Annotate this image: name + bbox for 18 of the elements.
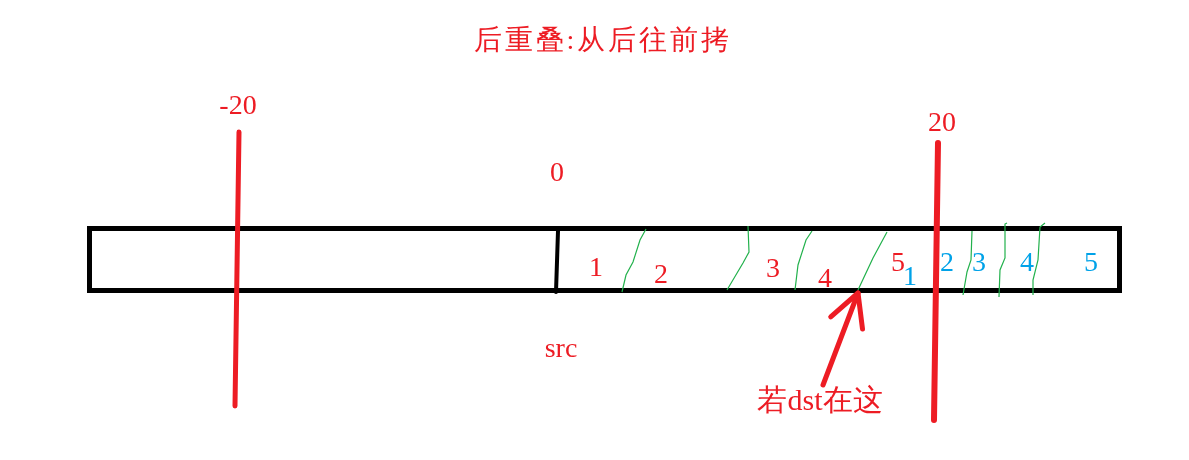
pointer-label: src: [544, 334, 578, 362]
cell-number: 3: [972, 248, 986, 276]
cell-number: 2: [654, 260, 668, 288]
position-label: 20: [928, 108, 956, 136]
cell-number: 3: [766, 254, 780, 282]
cell-number: 1: [589, 253, 603, 281]
cell-number: 5: [891, 248, 905, 276]
arrow: [820, 290, 865, 388]
cell-number: 5: [1084, 248, 1098, 276]
cell-number: 1: [903, 262, 917, 290]
cell-number: 2: [940, 248, 954, 276]
memory-bar: [87, 226, 1122, 293]
annotation-text: 若dst在这: [757, 385, 883, 415]
title: 后重叠:从后往前拷: [473, 26, 733, 54]
cell-number: 4: [1020, 248, 1034, 276]
position-label: -20: [219, 91, 257, 119]
position-label: 0: [550, 158, 564, 186]
cell-number: 4: [818, 264, 832, 292]
